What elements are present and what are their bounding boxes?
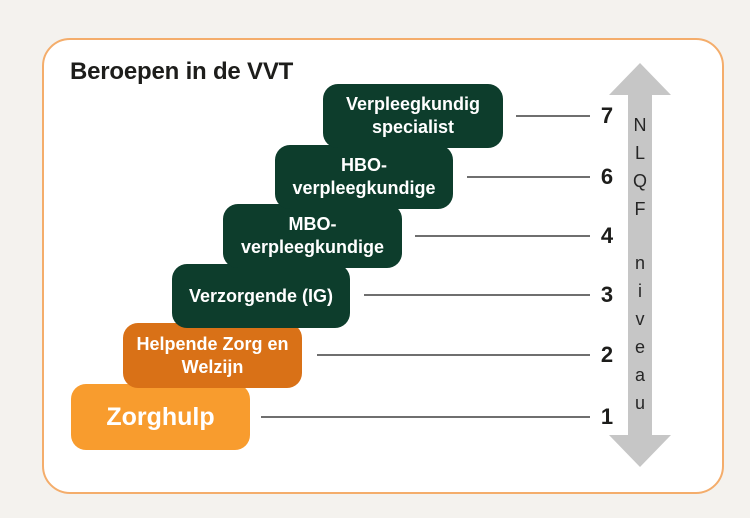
step-verpleegkundig-specialist: Verpleegkundig specialist [323,84,503,148]
step-label-line: HBO- [341,155,387,175]
nlqf-niveau-label: N L Q F n i v e a u [625,111,655,417]
step-label-line: verpleegkundige [240,237,385,257]
step-label-line: Verzorgende (IG) [188,285,334,306]
axis-letter: F [634,199,646,219]
connector-line-level-3 [364,294,590,296]
axis-letter: L [634,143,645,163]
axis-letter: Q [632,171,647,191]
axis-letter: i [638,281,642,301]
level-number: 4 [600,223,614,248]
step-hbo-verpleegkundige: HBO- verpleegkundige [275,145,453,209]
nlqf-axis [609,63,671,467]
axis-letter: n [634,253,645,273]
level-number: 6 [600,164,614,189]
step-verzorgende-ig: Verzorgende (IG) [172,264,350,328]
step-label-line: Welzijn [181,356,244,377]
connector-line-level-4 [415,235,590,237]
level-number: 1 [600,404,614,429]
step-label-line: Helpende Zorg en [136,333,289,354]
double-arrow-icon [609,63,671,467]
step-helpende-zorg-en-welzijn: Helpende Zorg en Welzijn [123,323,302,388]
step-label-line: MBO- [288,214,337,234]
step-mbo-verpleegkundige: MBO- verpleegkundige [223,204,402,268]
axis-letter: N [633,115,647,135]
level-number: 7 [600,103,614,128]
step-label-line: specialist [371,117,455,137]
axis-letter: u [634,393,645,413]
connector-line-level-1 [261,416,590,418]
axis-letter: v [635,309,645,329]
connector-line-level-7 [516,115,590,117]
level-number: 2 [600,342,614,367]
axis-letter: a [634,365,645,385]
step-label-line: Zorghulp [106,402,215,431]
connector-line-level-2 [317,354,590,356]
level-number: 3 [600,282,614,307]
axis-letter: e [634,337,645,357]
step-label-line: verpleegkundige [292,178,436,198]
step-label-line: Verpleegkundig [345,94,481,114]
step-zorghulp: Zorghulp [71,384,250,450]
page-title: Beroepen in de VVT [70,58,294,85]
connector-line-level-6 [467,176,590,178]
